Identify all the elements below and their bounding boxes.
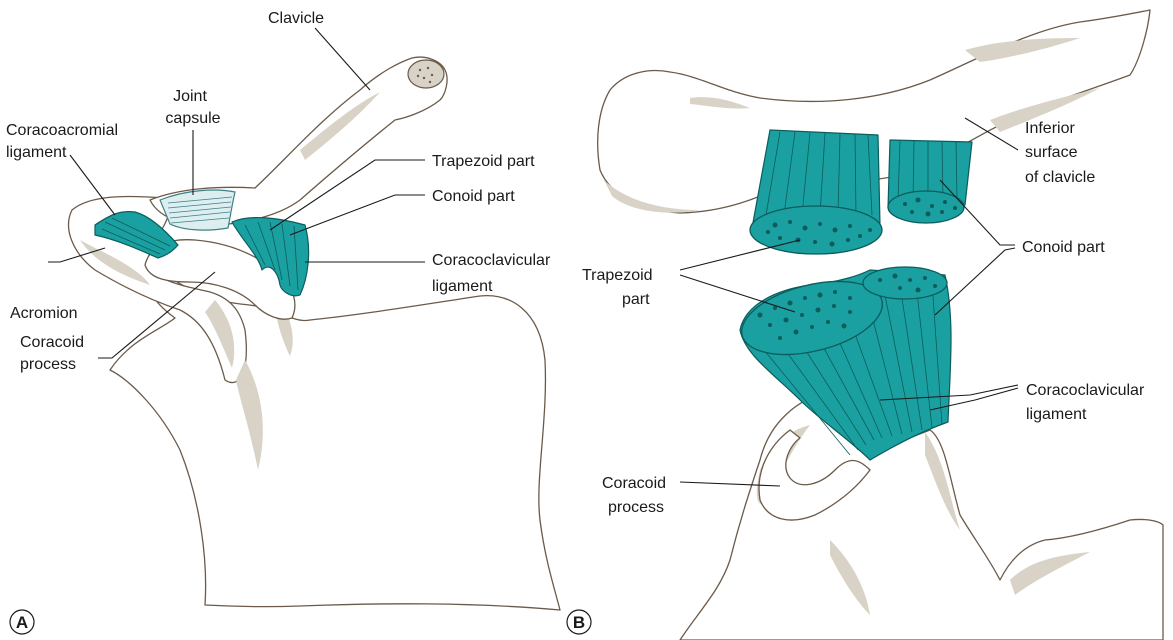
label-coracoid-line1-a: Coracoid — [20, 334, 84, 351]
panel-a: Clavicle Joint capsule Coracoacromial li… — [6, 10, 560, 634]
label-coracoacromial-line2-a: ligament — [6, 144, 67, 161]
label-trapezoid-part-a: Trapezoid part — [432, 153, 535, 170]
label-inferior-line1-b: Inferior — [1025, 120, 1075, 137]
label-coracoclavicular-line2-a: ligament — [432, 278, 493, 295]
label-joint-capsule-line1-a: Joint — [173, 88, 207, 105]
label-acromion-a: Acromion — [10, 305, 78, 322]
label-conoid-part-a: Conoid part — [432, 188, 515, 205]
conoid-lower-cut-b — [863, 267, 947, 299]
label-coracoacromial-line1-a: Coracoacromial — [6, 122, 118, 139]
panel-b: Inferior surface of clavicle Conoid part… — [567, 10, 1163, 640]
trapezoid-upper-cut-b — [750, 206, 882, 254]
label-trapezoid-line1-b: Trapezoid — [582, 267, 653, 284]
label-coracoclavicular-line2-b: ligament — [1026, 406, 1087, 423]
scapula-a — [110, 260, 560, 610]
label-coracoid-line1-b: Coracoid — [602, 475, 666, 492]
label-coracoid-line2-a: process — [20, 356, 76, 373]
label-inferior-line3-b: of clavicle — [1025, 169, 1095, 186]
label-coracoclavicular-line1-b: Coracoclavicular — [1026, 382, 1145, 399]
conoid-upper-cut-b — [888, 191, 964, 223]
label-conoid-part-b: Conoid part — [1022, 239, 1105, 256]
label-inferior-line2-b: surface — [1025, 144, 1078, 161]
panel-a-letter: A — [16, 613, 28, 632]
label-clavicle-a: Clavicle — [268, 10, 324, 27]
label-trapezoid-line2-b: part — [622, 291, 650, 308]
label-joint-capsule-line2-a: capsule — [165, 110, 220, 127]
panel-b-letter: B — [573, 613, 585, 632]
clavicle-cut-end-a — [408, 60, 444, 88]
label-coracoid-line2-b: process — [608, 499, 664, 516]
label-coracoclavicular-line1-a: Coracoclavicular — [432, 252, 551, 269]
